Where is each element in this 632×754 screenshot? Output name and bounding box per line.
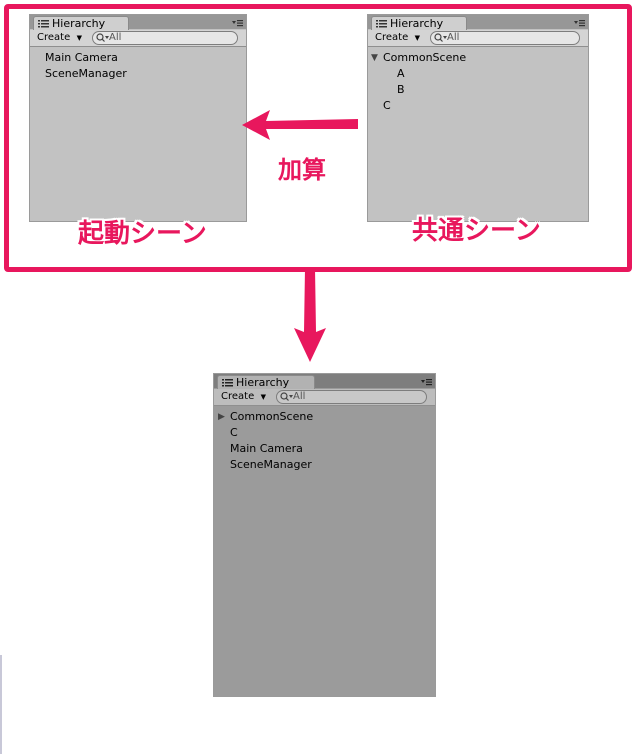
expanded-triangle-icon[interactable]: ▼ bbox=[371, 53, 378, 63]
search-input[interactable]: All bbox=[276, 390, 427, 404]
create-label: Create bbox=[37, 32, 71, 43]
create-button[interactable]: Create ▼ bbox=[34, 31, 86, 45]
tree-item-child[interactable]: A bbox=[397, 67, 405, 80]
caret-down-icon: ▼ bbox=[260, 393, 266, 401]
tab-hierarchy[interactable]: Hierarchy bbox=[371, 16, 467, 31]
tab-hierarchy[interactable]: Hierarchy bbox=[217, 375, 315, 390]
caret-down-icon: ▼ bbox=[414, 34, 420, 42]
search-icon bbox=[280, 392, 293, 401]
common-scene-label: 共通シーン bbox=[412, 216, 541, 246]
tree-item[interactable]: Main Camera bbox=[45, 51, 118, 64]
collapsed-triangle-icon[interactable]: ▶ bbox=[218, 412, 225, 422]
tree-item[interactable]: C bbox=[383, 99, 391, 112]
edge-divider bbox=[0, 655, 2, 754]
create-label: Create bbox=[375, 32, 409, 43]
toolbar: Create ▼ All bbox=[214, 389, 435, 406]
tab-label: Hierarchy bbox=[390, 17, 444, 30]
arrow-left-icon bbox=[242, 110, 358, 140]
list-icon bbox=[222, 379, 233, 387]
tab-bar: Hierarchy bbox=[214, 374, 435, 390]
search-input[interactable]: All bbox=[92, 31, 238, 45]
tree-item[interactable]: C bbox=[230, 426, 238, 439]
hierarchy-panel-startup: Hierarchy Create ▼ All Main Camera Scene… bbox=[29, 14, 247, 222]
tree-item[interactable]: SceneManager bbox=[45, 67, 127, 80]
panel-menu-icon[interactable] bbox=[574, 19, 585, 27]
additive-label: 加算 bbox=[278, 156, 326, 184]
tab-bar: Hierarchy bbox=[30, 15, 246, 31]
tree-item-root[interactable]: ▶ CommonScene bbox=[218, 409, 314, 425]
create-label: Create bbox=[221, 391, 255, 402]
tree-item-label: CommonScene bbox=[230, 410, 314, 423]
search-icon bbox=[96, 33, 109, 42]
search-placeholder: All bbox=[293, 391, 306, 402]
create-button[interactable]: Create ▼ bbox=[372, 31, 424, 45]
hierarchy-tree: ▼ CommonScene A B C bbox=[368, 47, 588, 221]
caret-down-icon: ▼ bbox=[76, 34, 82, 42]
tree-item-label: CommonScene bbox=[383, 51, 467, 64]
hierarchy-tree: ▶ CommonScene C Main Camera SceneManager bbox=[214, 406, 435, 696]
tab-hierarchy[interactable]: Hierarchy bbox=[33, 16, 129, 31]
toolbar: Create ▼ All bbox=[30, 30, 246, 47]
tree-item[interactable]: Main Camera bbox=[230, 442, 303, 455]
hierarchy-panel-common: Hierarchy Create ▼ All ▼ CommonScene A B… bbox=[367, 14, 589, 222]
tab-label: Hierarchy bbox=[52, 17, 106, 30]
search-input[interactable]: All bbox=[430, 31, 580, 45]
panel-menu-icon[interactable] bbox=[232, 19, 243, 27]
arrow-down-icon bbox=[294, 268, 326, 362]
hierarchy-tree: Main Camera SceneManager bbox=[30, 47, 246, 221]
search-placeholder: All bbox=[109, 32, 122, 43]
list-icon bbox=[38, 20, 49, 28]
search-icon bbox=[434, 33, 447, 42]
tab-label: Hierarchy bbox=[236, 376, 290, 389]
list-icon bbox=[376, 20, 387, 28]
toolbar: Create ▼ All bbox=[368, 30, 588, 47]
search-placeholder: All bbox=[447, 32, 460, 43]
tree-item-child[interactable]: B bbox=[397, 83, 405, 96]
hierarchy-panel-result: Hierarchy Create ▼ All ▶ CommonScene C M… bbox=[213, 373, 436, 697]
startup-scene-label: 起動シーン bbox=[78, 219, 207, 249]
tree-item[interactable]: SceneManager bbox=[230, 458, 312, 471]
tree-item-root[interactable]: ▼ CommonScene bbox=[371, 50, 467, 66]
panel-menu-icon[interactable] bbox=[421, 378, 432, 386]
create-button[interactable]: Create ▼ bbox=[218, 390, 270, 404]
tab-bar: Hierarchy bbox=[368, 15, 588, 31]
